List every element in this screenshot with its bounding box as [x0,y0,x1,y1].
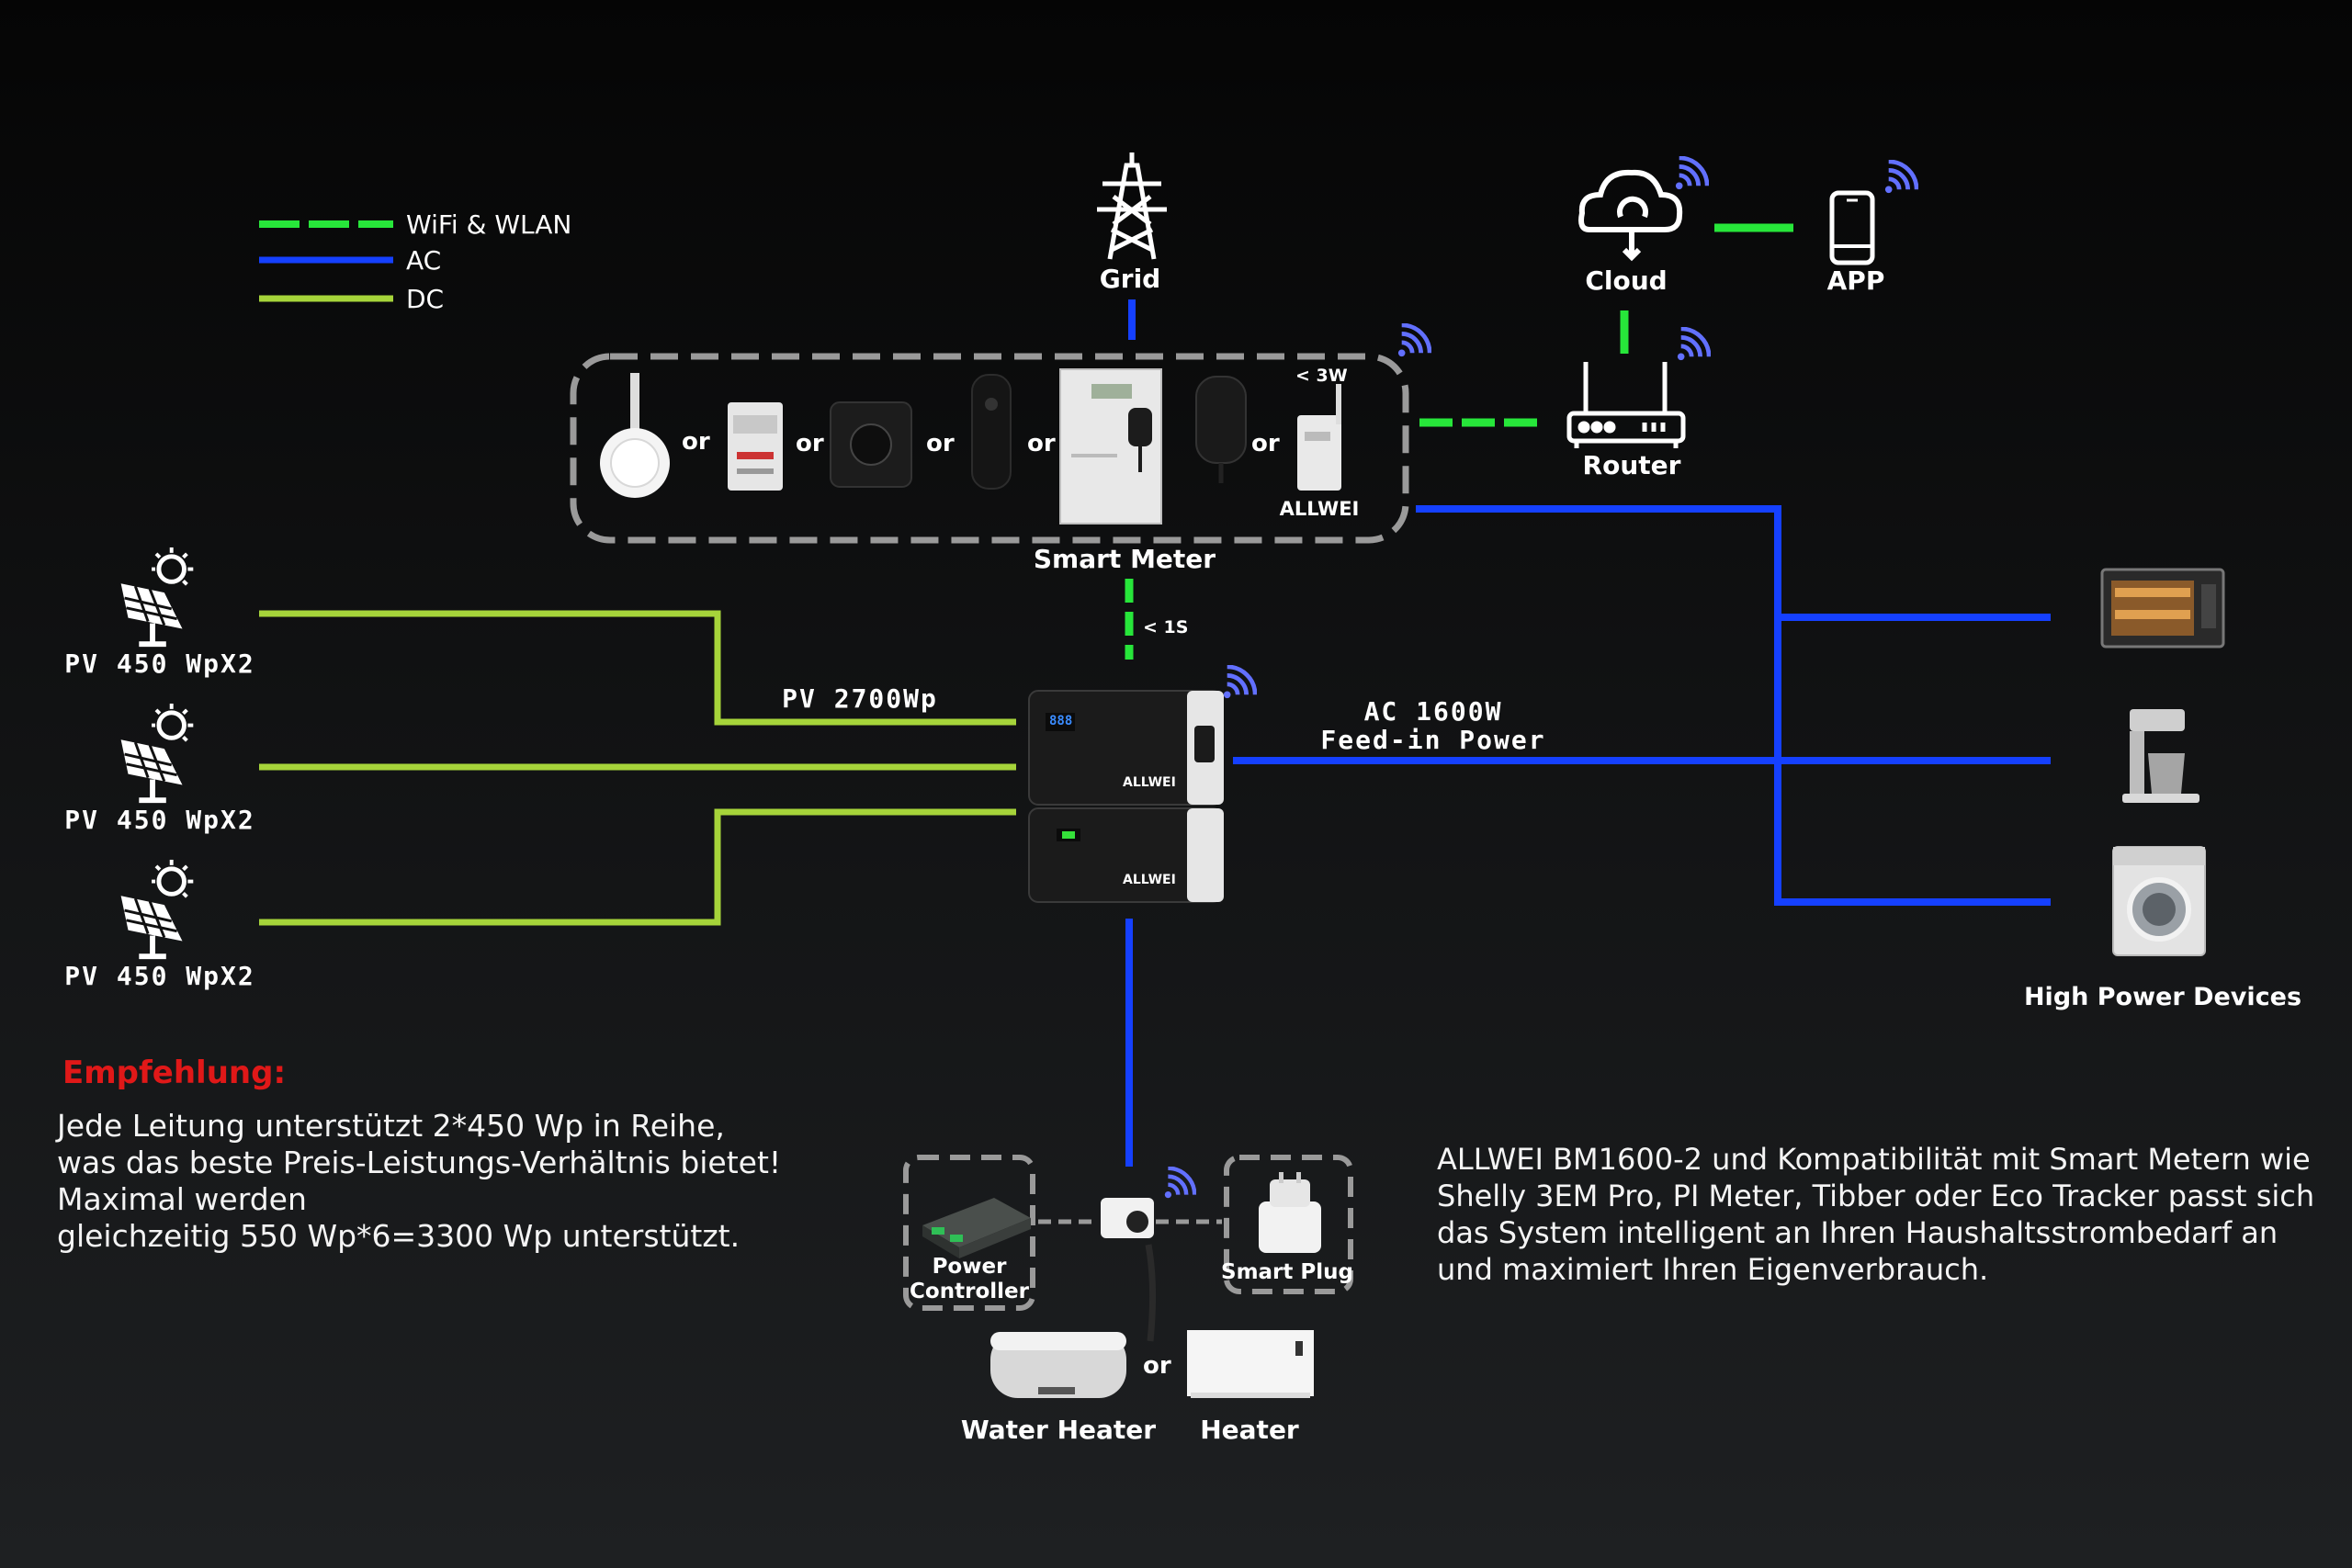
battery-brand-label: ALLWEI [1123,775,1176,790]
description-line: und maximiert Ihren Eigenverbrauch. [1437,1252,1989,1287]
or-label: or [926,430,955,457]
smart-plug-label: Smart Plug [1221,1260,1353,1284]
transmission-tower-icon [1097,152,1167,260]
heater-icon [1187,1330,1314,1398]
pv-string-label-1: PV 450 WpX2 [64,649,255,679]
or-label: or [796,430,824,457]
recommendation-line: Maximal werden [57,1181,307,1217]
cloud-label: Cloud [1585,265,1668,296]
wifi-signal-icon [1676,158,1707,189]
wifi-signal-icon [1678,329,1709,360]
ac-power-label: AC 1600W [1363,696,1503,727]
pv-total-label: PV 2700Wp [782,683,938,714]
recommendation-text: Jede Leitung unterstützt 2*450 Wp in Rei… [57,1108,781,1255]
high-power-devices-label: High Power Devices [2023,983,2302,1011]
battery-system-icon [1028,690,1224,903]
power-controller-label: Controller [910,1280,1029,1303]
grid-label: Grid [1099,264,1161,294]
oven-icon [2100,568,2225,649]
smart-meter-option-1 [600,373,670,498]
power-controller-label: Power [932,1255,1007,1279]
or-label: or [682,428,710,456]
water-heater-icon [990,1332,1126,1398]
description-line: ALLWEI BM1600-2 und Kompatibilität mit S… [1437,1142,2311,1177]
feed-in-label: Feed-in Power [1320,725,1546,755]
recommendation-line: Jede Leitung unterstützt 2*450 Wp in Rei… [57,1108,725,1144]
wifi-signal-icon [1224,667,1255,698]
smart-meter-option-4 [971,374,1012,490]
solar-panel-icon [121,704,194,803]
smart-meter-device [1059,368,1162,525]
solar-panel-icon [121,547,194,647]
smart-meter-label: Smart Meter [1033,544,1216,574]
pv-string-label-3: PV 450 WpX2 [64,961,255,991]
wifi-signal-icon [1885,162,1917,193]
smart-meter-option-6 [1195,376,1247,483]
solar-panel-icon [121,860,194,959]
router-icon [1566,362,1686,448]
description-line: das System intelligent an Ihren Haushalt… [1437,1215,2278,1250]
coffee-maker-icon [2122,709,2199,803]
router-label: Router [1582,450,1681,480]
smart-plug-icon [1101,1198,1154,1238]
recommendation-line: gleichzeitig 550 Wp*6=3300 Wp unterstütz… [57,1218,741,1254]
or-label: or [1027,430,1056,457]
description-line: Shelly 3EM Pro, PI Meter, Tibber oder Ec… [1437,1179,2315,1213]
meter-options-frame [570,353,1409,544]
compatibility-description: ALLWEI BM1600-2 und Kompatibilität mit S… [1437,1141,2314,1288]
or-label: or [1251,430,1280,457]
pv-string-label-2: PV 450 WpX2 [64,805,255,835]
or-label: or [1143,1352,1171,1380]
recommendation-line: was das beste Preis-Leistungs-Verhältnis… [57,1145,782,1180]
power-controller-icon [922,1198,1031,1258]
smart-plug-icon [1259,1172,1321,1253]
smart-meter-option-7 [1297,384,1341,491]
recommendation-title: Empfehlung: [62,1055,287,1091]
phone-icon [1829,190,1875,265]
legend-label-dc: DC [406,284,445,314]
wifi-signal-icon [1398,325,1430,356]
meter-brand-label: ALLWEI [1279,498,1360,520]
heater-label: Heater [1200,1415,1299,1445]
smart-meter-option-3 [830,401,912,488]
washing-machine-icon [2112,846,2206,956]
smart-meter-option-2 [728,402,783,491]
latency-label: < 1S [1143,617,1189,637]
battery-brand-label: ALLWEI [1123,873,1176,887]
wifi-signal-icon [1165,1168,1194,1198]
cloud-icon [1578,169,1683,262]
legend-label-wifi: WiFi & WLAN [406,209,572,240]
app-label: APP [1826,265,1885,296]
legend-label-ac: AC [406,245,442,276]
standby-power-label: < 3W [1295,366,1348,386]
battery-display: 888 [1049,714,1073,728]
water-heater-label: Water Heater [960,1415,1157,1445]
